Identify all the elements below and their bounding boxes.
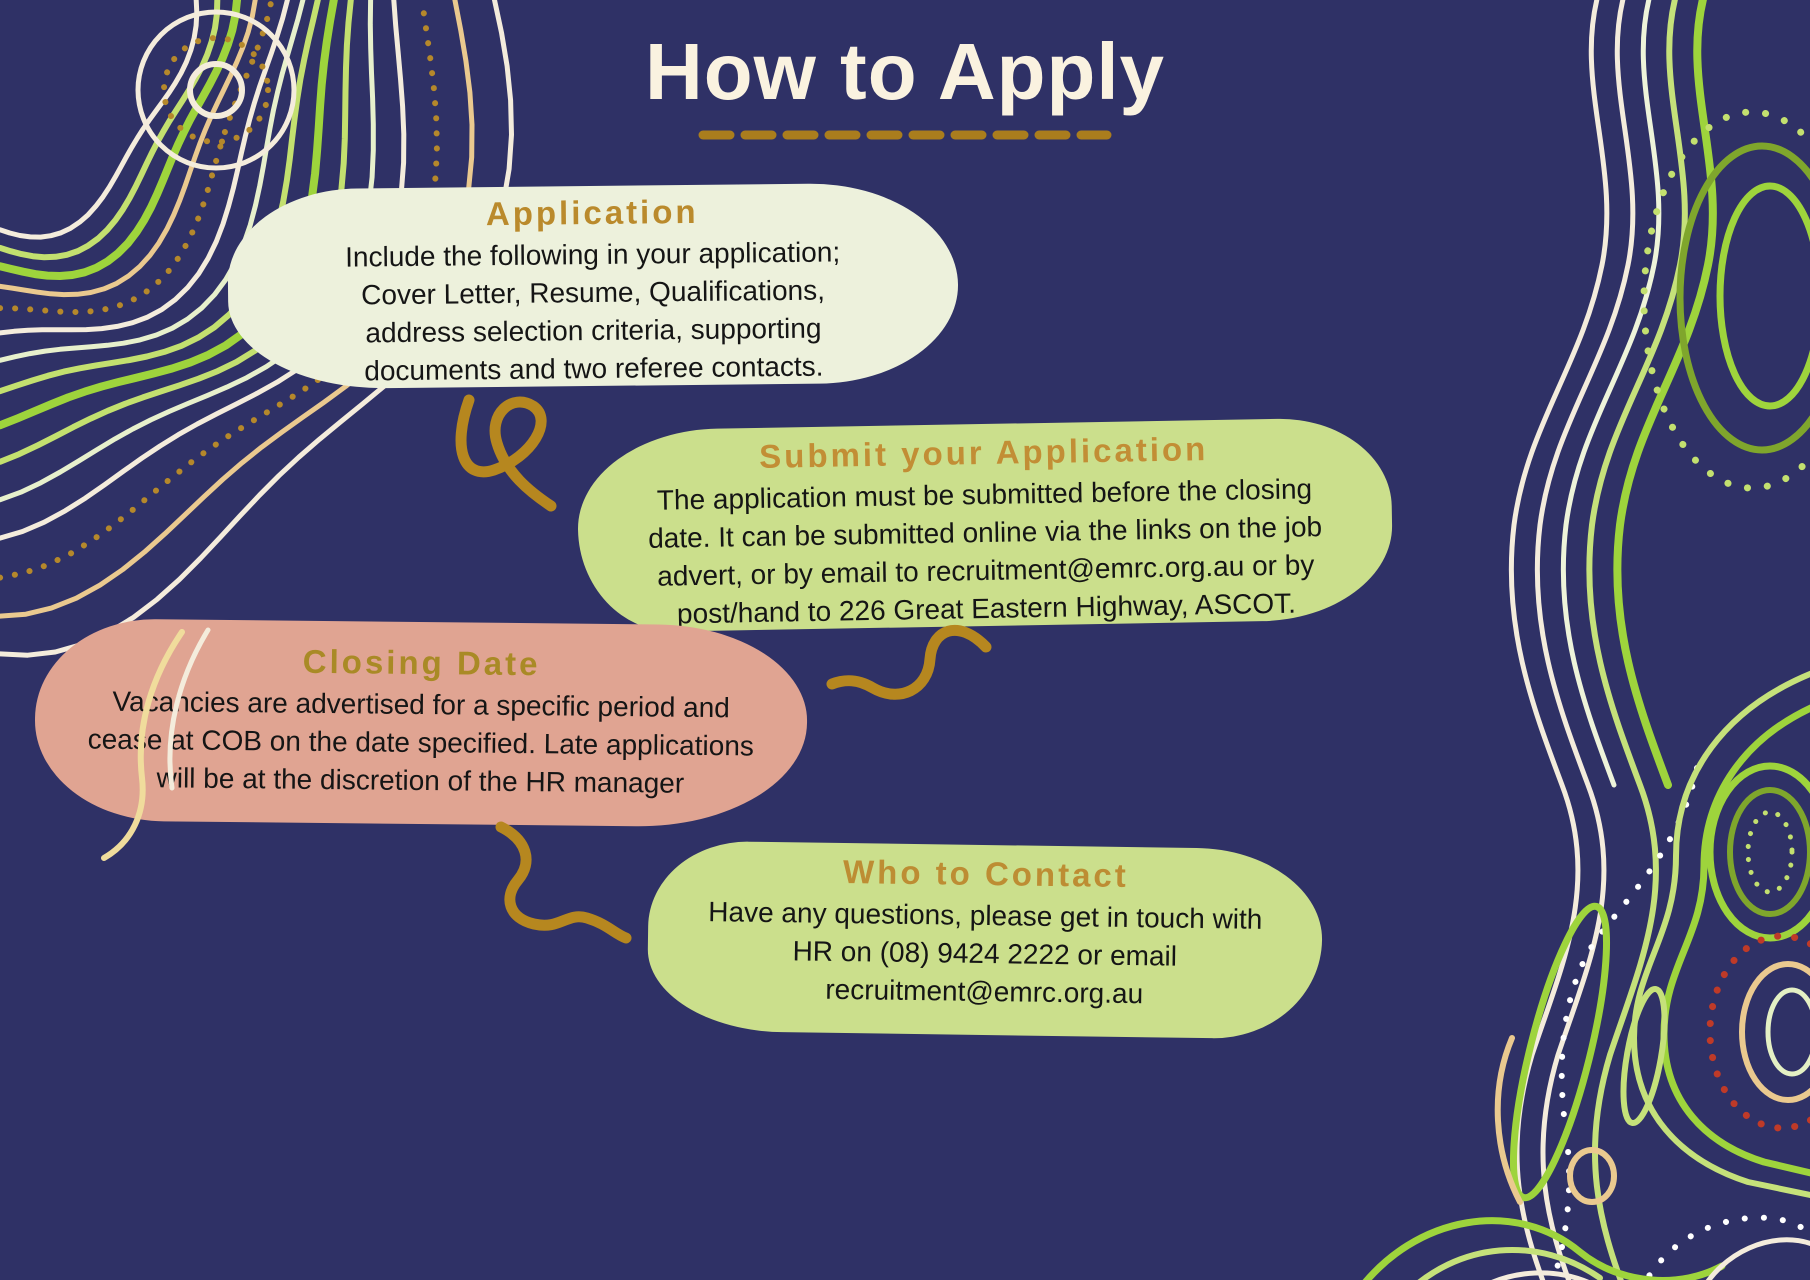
- title-underline-dashes: [698, 130, 1112, 140]
- card-contact-body: Have any questions, please get in touch …: [708, 896, 1263, 1010]
- card-submit-heading: Submit your Application: [758, 430, 1209, 475]
- card-closing-heading: Closing Date: [302, 642, 541, 683]
- card-application: Application Include the following in you…: [226, 182, 960, 390]
- card-application-heading: Application: [485, 192, 699, 233]
- card-who-to-contact: Who to Contact Have any questions, pleas…: [646, 840, 1324, 1040]
- card-closing-body: Vacancies are advertised for a specific …: [87, 685, 755, 799]
- card-application-body: Include the following in your applicatio…: [345, 236, 841, 387]
- header: How to Apply: [0, 26, 1810, 142]
- card-closing-date: Closing Date Vacancies are advertised fo…: [33, 617, 809, 829]
- card-submit-application: Submit your Application The application …: [576, 416, 1394, 634]
- page-title: How to Apply: [644, 27, 1166, 116]
- zigzag-arrow-icon: [495, 821, 632, 944]
- right-lower-cluster: [1362, 670, 1810, 1280]
- card-contact-heading: Who to Contact: [842, 853, 1130, 894]
- loop-arrow-icon: [455, 394, 557, 512]
- right-upper-rings: [1640, 108, 1810, 492]
- card-submit-body: The application must be submitted before…: [647, 473, 1323, 630]
- squiggle-arrow-icon: [826, 624, 992, 700]
- right-contour-band: [1508, 0, 1717, 1280]
